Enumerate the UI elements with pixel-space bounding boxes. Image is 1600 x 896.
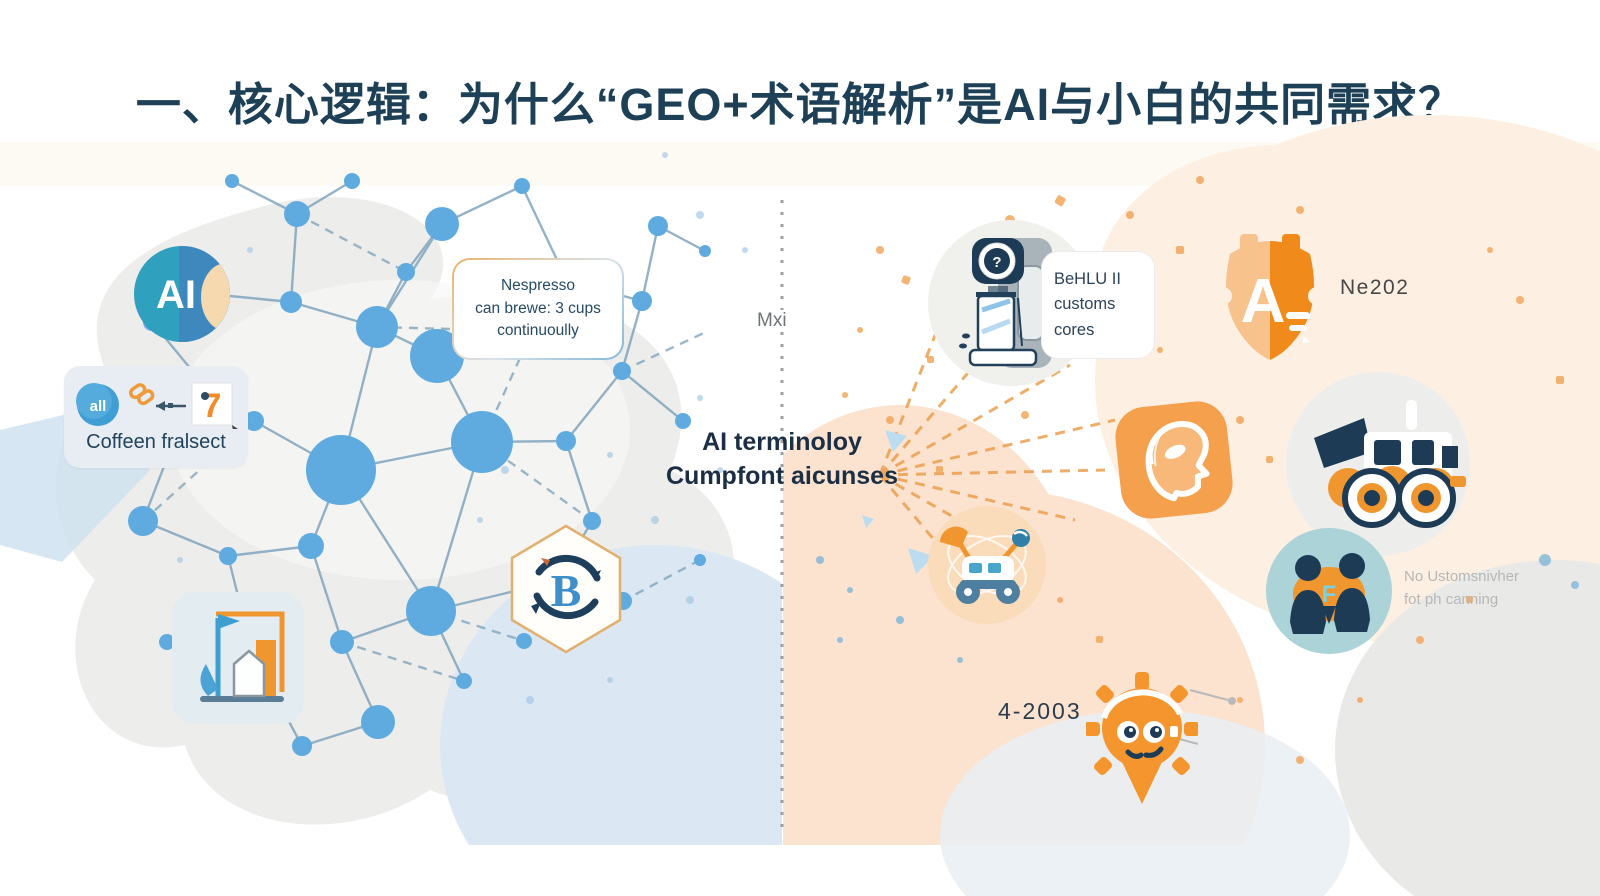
- link-icon: [128, 382, 155, 405]
- head-profile-icon: [1106, 392, 1242, 528]
- chart-house-icon: [172, 592, 304, 724]
- rover-icon: [928, 506, 1046, 624]
- people-caption-line-1: No Ustomsnivher: [1404, 568, 1520, 585]
- people-caption-line-2: fot ph canning: [1404, 590, 1499, 608]
- hexagon-letter: B: [551, 565, 582, 616]
- arrow-left-icon: [156, 400, 186, 411]
- nespresso-speech-bubble: Nespresso can brewe: 3 cups continuoully: [452, 258, 624, 360]
- glyph-frame-icon: 7: [191, 382, 238, 429]
- network-specks: [177, 152, 748, 704]
- bubble-line-3: continuoully: [497, 322, 579, 340]
- machine-bubble-line-3: cores: [1054, 320, 1095, 339]
- hexagon-b-logo: B: [505, 522, 627, 656]
- center-caption: AI terminoloy Cumpfont aicunses: [562, 426, 1002, 494]
- shield-translate-icon: A: [1206, 228, 1334, 362]
- people-caption: No Ustomsnivher fot ph canning: [1404, 566, 1574, 611]
- caption-line-2: Cumpfont aicunses: [666, 461, 898, 490]
- caption-line-1: AI terminoloy: [702, 428, 862, 456]
- mascot-pin-icon: [1086, 670, 1198, 808]
- shield-letter: A: [1241, 267, 1286, 336]
- people-conversation-icon: F: [1266, 528, 1392, 654]
- page-title: 一、核心逻辑：为什么“GEO+术语解析”是AI与小白的共同需求？: [135, 79, 1465, 130]
- bubble-line-1: Nespresso: [500, 277, 576, 295]
- machine-bubble-line-2: customs: [1054, 295, 1116, 314]
- ai-badge-label: AI: [156, 273, 196, 317]
- blue-triangles: [862, 430, 934, 574]
- analytics-chip-label: all: [90, 398, 107, 415]
- machine-bubble-line-1: BeHLU II: [1054, 269, 1121, 288]
- bubble-line-2: can brewe: 3 cups: [475, 299, 601, 317]
- analytics-card: all 7 Coffeen fralsect: [64, 366, 248, 468]
- year-label: 4-2003: [998, 698, 1082, 724]
- analytics-card-icons: all 7: [76, 382, 238, 429]
- analytics-card-label: Coffeen fralsect: [86, 430, 226, 453]
- ai-circle-icon: AI: [133, 245, 231, 343]
- machine-speech-bubble: BeHLU II customs cores: [1042, 252, 1154, 358]
- shield-caption: Ne202: [1340, 276, 1410, 299]
- divider-label: Mxi: [752, 310, 792, 332]
- people-icon-letter: F: [1322, 581, 1337, 608]
- train-icon: [1286, 372, 1470, 556]
- machine-question-glyph: ?: [992, 254, 1001, 271]
